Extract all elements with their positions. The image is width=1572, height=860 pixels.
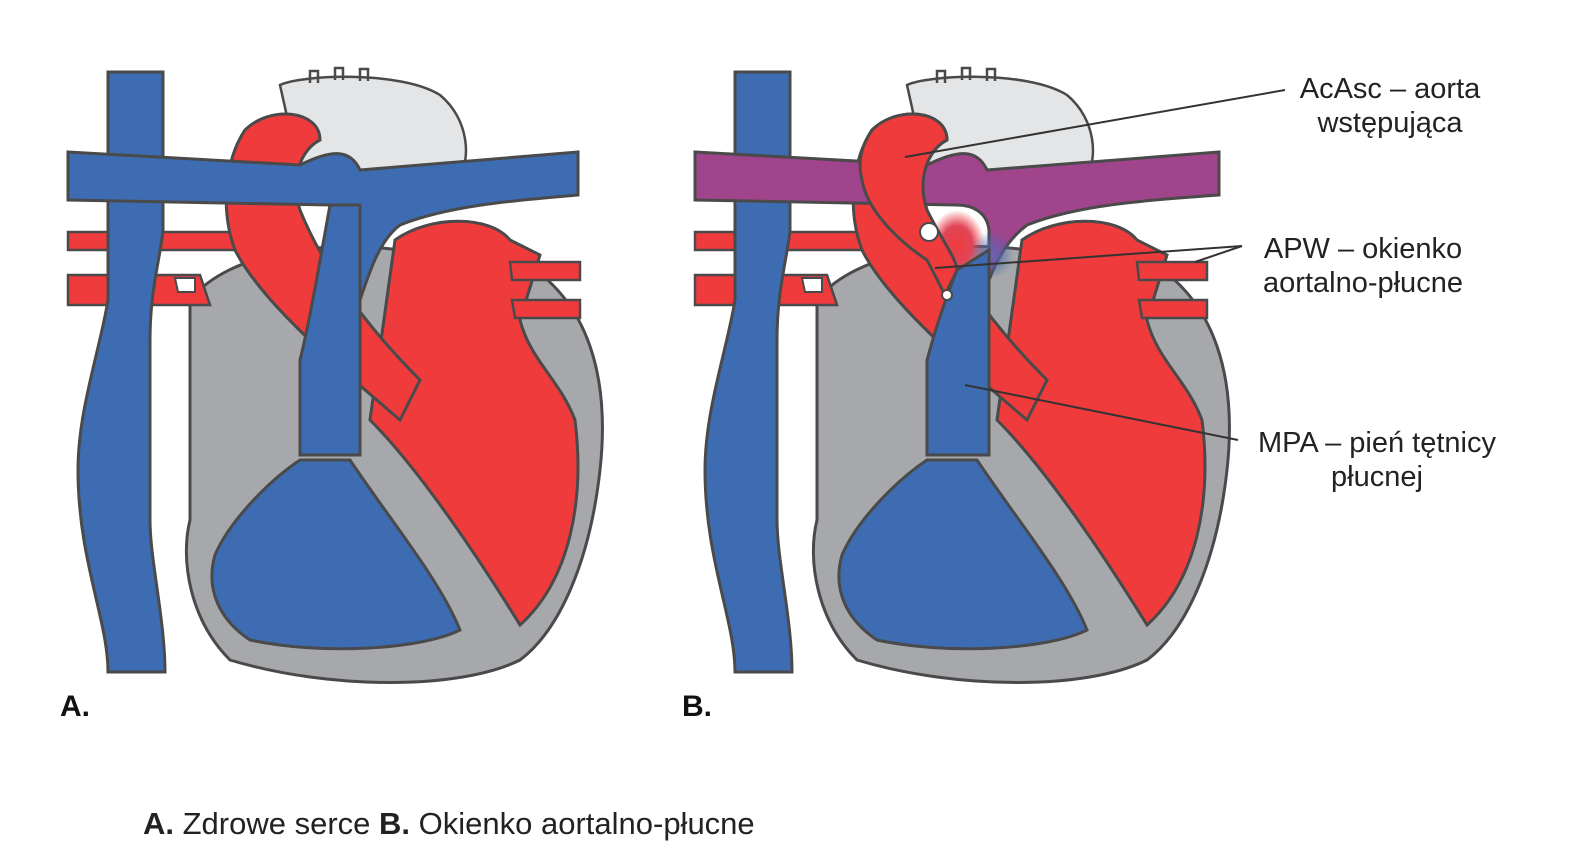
- label-mpa-line2: płucnej: [1331, 461, 1423, 493]
- label-apw: APW – okienko aortalno-płucne: [1238, 232, 1488, 300]
- label-acasc-line2: wstępująca: [1317, 107, 1463, 139]
- label-mpa: MPA – pień tętnicy płucnej: [1236, 426, 1518, 494]
- label-acasc: AcAsc – aorta wstępująca: [1280, 72, 1500, 140]
- pulmonary-artery-branches-b: [693, 150, 1221, 281]
- leader-line-acasc: [904, 89, 1286, 158]
- caption-a-text: Zdrowe serce: [174, 806, 380, 841]
- panel-b-heart: [693, 66, 1231, 684]
- pulmonary-trunk-a: [298, 203, 362, 457]
- label-mpa-line1: MPA – pień tętnicy: [1257, 427, 1497, 459]
- label-apw-line2: aortalno-płucne: [1263, 267, 1463, 299]
- figure-caption: A. Zdrowe serce B. Okienko aortalno-płuc…: [143, 806, 755, 842]
- leader-line-apw-1: [934, 245, 1243, 269]
- ascending-aorta-b: [858, 112, 959, 299]
- panel-b-letter: B.: [682, 690, 712, 723]
- caption-a-letter: A.: [143, 806, 174, 841]
- leader-line-apw-2: [1194, 245, 1243, 263]
- label-apw-line1: APW – okienko: [1263, 233, 1463, 265]
- caption-b-letter: B.: [379, 806, 411, 841]
- caption-b-text: Okienko aortalno-płucne: [410, 806, 755, 841]
- label-acasc-line1: AcAsc – aorta: [1299, 73, 1481, 105]
- panel-a-heart: [66, 66, 604, 684]
- leader-line-mpa: [964, 384, 1239, 441]
- panel-a-letter: A.: [60, 690, 90, 723]
